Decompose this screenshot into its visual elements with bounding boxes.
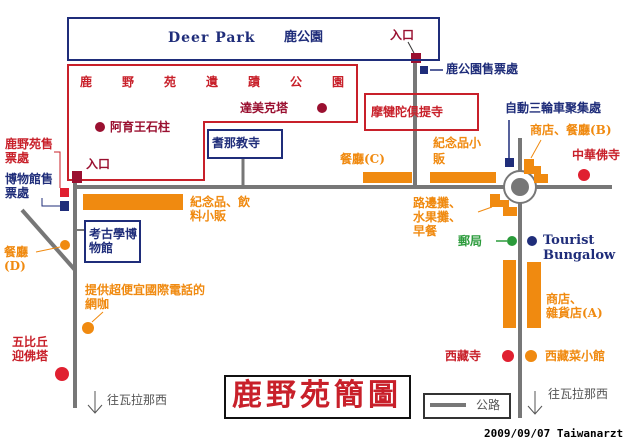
jain-temple-label: 耆那教寺 — [212, 136, 261, 150]
shops-b-label: 商店、餐廳(B) — [530, 123, 612, 137]
restaurant-c-label: 餐廳(C) — [340, 152, 385, 166]
street-stalls-1: 路邊攤、 — [413, 196, 462, 210]
park-title: 鹿野苑遺蹟公園 — [80, 75, 375, 89]
dhamek-stupa-label: 達美克塔 — [240, 101, 289, 115]
mulagandha-label: 摩犍陀俱提寺 — [371, 105, 444, 119]
chaukhandi-label: 五比丘迎佛塔 — [12, 335, 49, 363]
shops-a-1: 商店、 — [546, 292, 583, 306]
park-ticket-marker — [60, 188, 69, 197]
tourist-bungalow-2: Bungalow — [543, 248, 616, 263]
street-stalls-2: 水果攤、 — [413, 210, 462, 224]
deer-park-box — [67, 17, 440, 61]
deer-park-entrance-marker — [411, 53, 421, 63]
tibetan-temple-label: 西藏寺 — [445, 349, 482, 363]
tourist-bungalow-dot — [527, 236, 537, 246]
map-title-box — [224, 375, 411, 419]
post-office-dot — [507, 236, 517, 246]
mulagandha-box — [364, 93, 479, 131]
credit: 2009/09/07 Taiwanarzt — [484, 427, 624, 440]
restaurant-d-label: 餐廳(D) — [4, 245, 29, 273]
jain-temple-box — [207, 129, 283, 159]
rickshaw-marker — [505, 158, 514, 167]
deer-park-label-zh: 鹿公園 — [284, 30, 324, 45]
museum-ticket-label: 博物館售票處 — [5, 172, 54, 200]
park-ticket-label: 鹿野苑售票處 — [5, 137, 54, 165]
museum-ticket-marker — [60, 201, 69, 211]
internet-cafe-dot — [82, 322, 94, 334]
internet-cafe-label: 提供超便宜國際電話的網咖 — [85, 283, 206, 311]
to-varanasi-left: 往瓦拉那西 — [107, 393, 168, 407]
rickshaw-label: 自動三輪車聚集處 — [505, 101, 602, 115]
post-office-label: 郵局 — [458, 234, 483, 248]
tibetan-restaurant-dot — [525, 350, 537, 362]
restaurant-d-dot — [60, 240, 70, 250]
souvenir-drinks-label: 紀念品、飲料小販 — [190, 195, 251, 223]
museum-label: 考古學博物館 — [89, 227, 138, 255]
museum-box — [84, 220, 141, 263]
tibetan-temple-dot — [502, 350, 514, 362]
diagonal-road — [20, 208, 77, 272]
arrow-down-icon — [87, 391, 103, 414]
tibetan-restaurant-label: 西藏菜小館 — [545, 349, 606, 363]
street-stalls-3: 早餐 — [413, 224, 438, 238]
to-varanasi-right: 往瓦拉那西 — [548, 387, 609, 401]
deer-park-label-en: Deer Park — [168, 30, 256, 46]
park-entrance-marker — [72, 171, 82, 183]
deer-park-ticket-label: 鹿公園售票處 — [446, 62, 519, 76]
shop-blocks — [83, 159, 548, 328]
chinese-temple-label: 中華佛寺 — [572, 148, 621, 162]
ashoka-pillar-label: 阿育王石柱 — [110, 120, 171, 134]
chinese-temple-dot — [578, 169, 590, 181]
legend-road-label: 公路 — [476, 398, 501, 412]
shops-a-2: 雜貨店(A) — [546, 306, 603, 320]
park-boundary — [67, 64, 358, 181]
park-entrance-label: 入口 — [86, 157, 111, 171]
tourist-bungalow-1: Tourist — [543, 233, 595, 248]
chaukhandi-dot — [55, 367, 69, 381]
ashoka-pillar-dot — [95, 122, 105, 132]
map-title: 鹿野苑簡圖 — [232, 378, 402, 413]
souvenir-stall-label: 紀念品小販 — [433, 136, 482, 166]
dhamek-stupa-dot — [317, 103, 327, 113]
deer-park-ticket-marker — [420, 66, 428, 74]
legend-box — [423, 393, 511, 419]
arrow-down-icon — [527, 391, 543, 415]
deer-park-entrance-label: 入口 — [390, 28, 415, 42]
